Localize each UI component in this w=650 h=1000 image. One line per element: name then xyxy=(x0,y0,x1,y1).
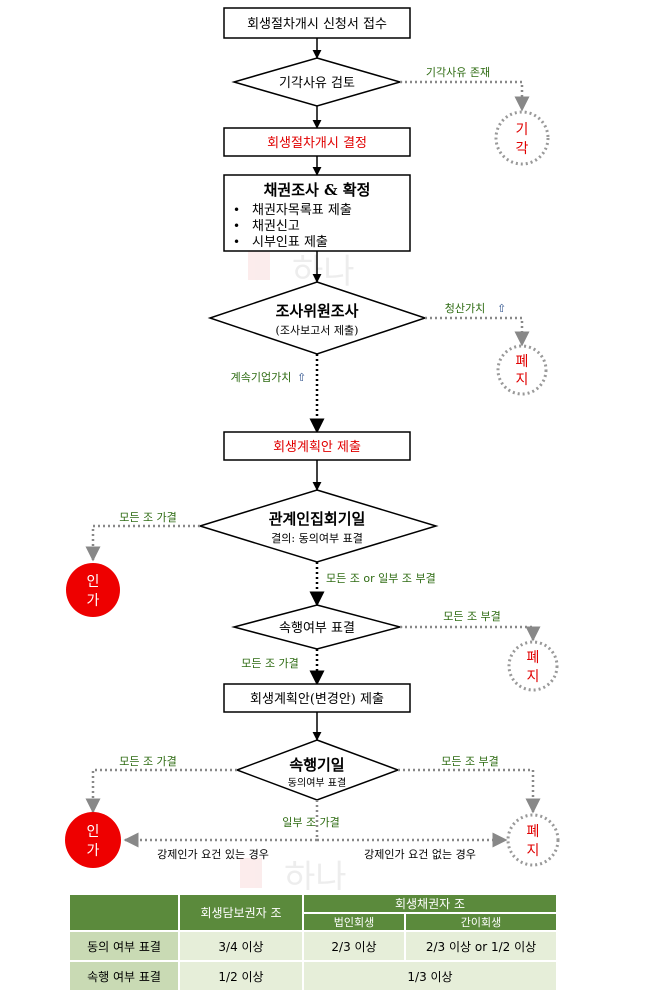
end-abolish-char2: 지 xyxy=(527,669,540,685)
step-application-label: 회생절차개시 신청서 접수 xyxy=(247,17,387,32)
branch-liquidation-value: 청산가치 xyxy=(445,302,485,315)
claims-item-2: 채권신고 xyxy=(252,219,300,234)
end-abolish-circle-2 xyxy=(507,640,559,692)
step-amended-plan-box xyxy=(223,683,411,713)
bullet: • xyxy=(233,235,240,249)
bullet: • xyxy=(233,203,240,217)
decision-meeting-sub: 결의: 동의여부 표결 xyxy=(271,532,363,545)
branch-all-rejected-1: 모든 조 부결 xyxy=(443,610,501,623)
cell-continuation-secured: 1/2 이상 xyxy=(178,960,304,992)
end-abolish-char1: 폐 xyxy=(527,650,540,666)
row-label-consent: 동의 여부 표결 xyxy=(68,930,180,962)
vote-threshold-table: 회생담보권자 조 회생채권자 조 법인회생 간이회생 동의 여부 표결 3/4 … xyxy=(68,893,558,992)
end-abolish-char1: 폐 xyxy=(527,824,540,840)
cell-consent-secured: 3/4 이상 xyxy=(178,930,304,962)
end-abolish-circle-1 xyxy=(496,344,548,396)
end-abolish-char1: 폐 xyxy=(516,354,529,370)
step-commencement-label: 회생절차개시 결정 xyxy=(267,136,367,151)
end-approve-circle-1 xyxy=(66,563,120,617)
end-dismiss-circle xyxy=(494,110,550,166)
step-application-box xyxy=(223,7,411,39)
header-secured: 회생담보권자 조 xyxy=(178,893,304,932)
up-arrow-icon: ⇧ xyxy=(297,371,306,384)
claims-item-3: 시부인표 제출 xyxy=(252,235,328,250)
decision-continued-sub: 동의여부 표결 xyxy=(288,777,346,789)
claims-item-1: 채권자목록표 제출 xyxy=(252,203,352,218)
step-plan-submission-label: 회생계획안 제출 xyxy=(273,440,361,455)
watermark-text: 하나 xyxy=(284,858,347,890)
end-abolish-char2: 지 xyxy=(527,843,540,859)
branch-all-approved-1: 모든 조 가결 xyxy=(119,511,177,524)
end-abolish-circle-3 xyxy=(506,813,560,867)
end-abolish-char2: 지 xyxy=(516,372,529,388)
decision-meeting-title: 관계인집회기일 xyxy=(269,510,366,528)
end-approve-char2: 가 xyxy=(87,593,100,609)
watermark-2: 하나 xyxy=(240,858,347,890)
flowchart: 하나 하나 회생절차개시 신청서 접수 기각사유 검토 기각사유 존재 기 각 … xyxy=(65,7,560,890)
up-arrow-icon: ⇧ xyxy=(497,302,506,315)
branch-some-approved: 일부 조 가결 xyxy=(282,815,340,829)
cell-continuation-unsecured: 1/3 이상 xyxy=(302,960,558,992)
branch-dismissal-exists: 기각사유 존재 xyxy=(426,66,490,79)
decision-continuation-label: 속행여부 표결 xyxy=(279,620,355,636)
end-approve-circle-2 xyxy=(65,812,121,868)
branch-cramdown-yes: 강제인가 요건 있는 경우 xyxy=(157,848,269,861)
header-corporate: 법인회생 xyxy=(302,912,406,932)
end-approve-char1: 인 xyxy=(87,824,100,840)
step-claims-title: 채권조사 & 확정 xyxy=(264,181,371,199)
branch-going-concern: 계속기업가치 xyxy=(231,371,292,384)
step-plan-submission-box xyxy=(223,431,411,461)
end-approve-char2: 가 xyxy=(87,843,100,859)
watermark-1: 하나 xyxy=(248,250,355,292)
cell-consent-simple: 2/3 이상 or 1/2 이상 xyxy=(404,930,558,962)
decision-investigator-sub: (조사보고서 제출) xyxy=(276,324,359,337)
branch-all-approved-3: 모든 조 가결 xyxy=(119,755,177,768)
end-approve-char1: 인 xyxy=(87,574,100,590)
branch-all-rejected-2: 모든 조 부결 xyxy=(441,755,499,768)
decision-continued-title: 속행기일 xyxy=(289,756,344,774)
decision-dismissal-label: 기각사유 검토 xyxy=(279,76,355,91)
header-unsecured: 회생채권자 조 xyxy=(302,893,558,914)
step-commencement-box xyxy=(223,127,411,157)
cell-consent-corporate: 2/3 이상 xyxy=(302,930,406,962)
branch-some-rejected: 모든 조 or 일부 조 부결 xyxy=(326,571,436,585)
bullet: • xyxy=(233,219,240,233)
branch-cramdown-no: 강제인가 요건 없는 경우 xyxy=(364,848,476,861)
step-amended-plan-label: 회생계획안(변경안) 제출 xyxy=(250,692,384,707)
table-corner xyxy=(68,893,180,932)
end-dismiss-char1: 기 xyxy=(516,122,529,138)
end-dismiss-char2: 각 xyxy=(516,141,529,157)
decision-investigator-title: 조사위원조사 xyxy=(276,302,359,320)
header-simple: 간이회생 xyxy=(404,912,558,932)
branch-all-approved-2: 모든 조 가결 xyxy=(241,657,299,670)
row-label-continuation: 속행 여부 표결 xyxy=(68,960,180,992)
